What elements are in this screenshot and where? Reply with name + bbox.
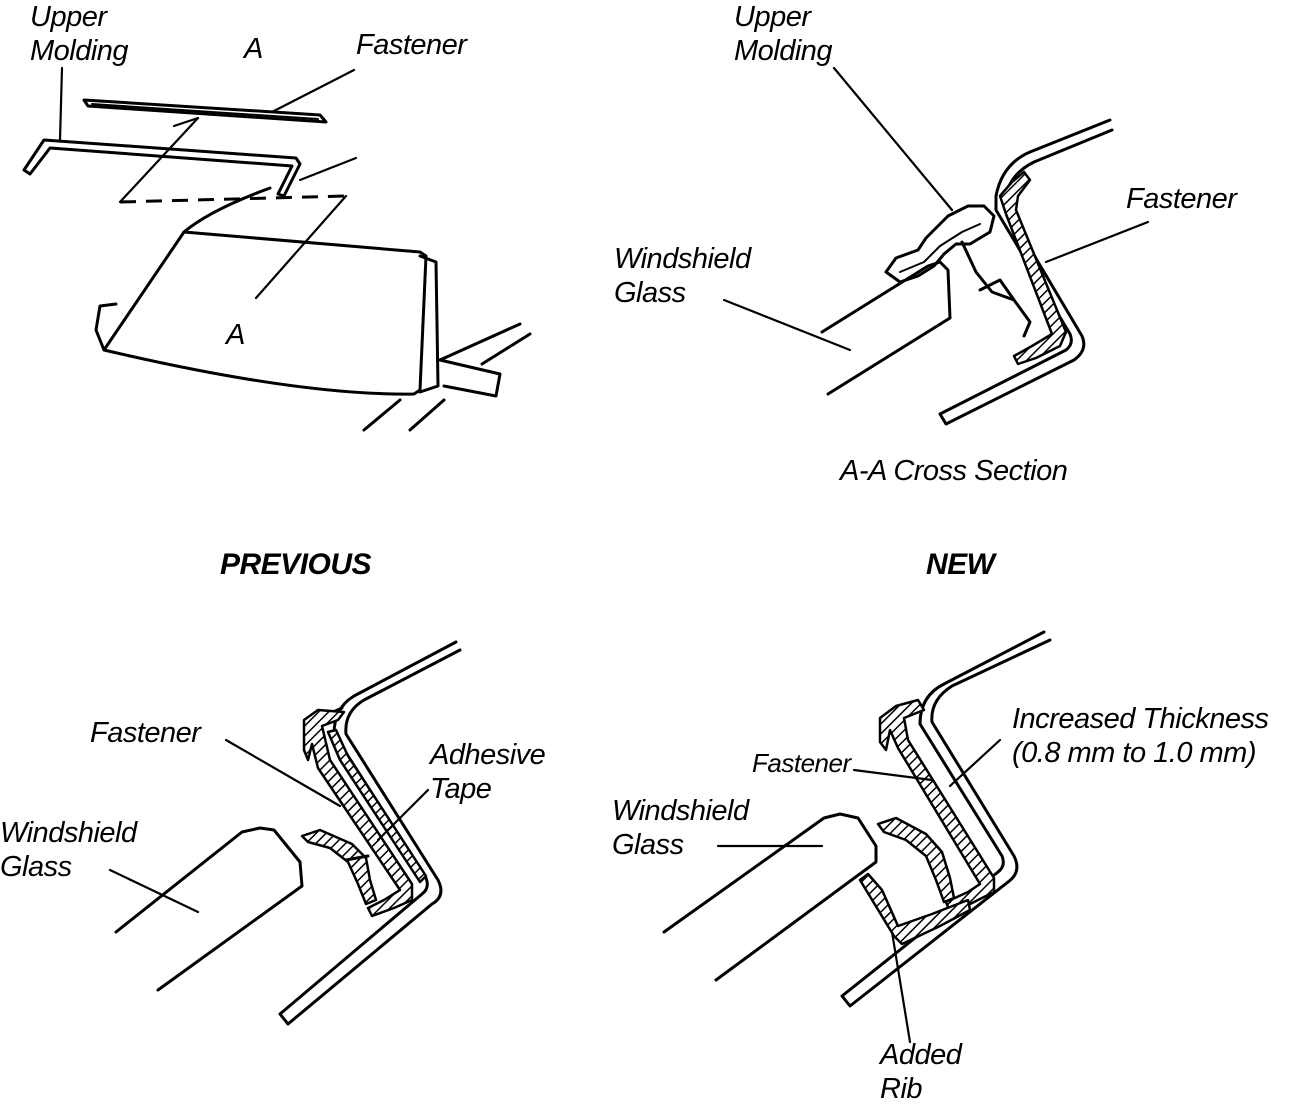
label-line: Increased Thickness xyxy=(1012,703,1269,735)
label-line: Adhesive xyxy=(430,739,546,771)
label-line: Windshield xyxy=(614,243,751,275)
new-header: NEW xyxy=(926,548,995,581)
upper-molding xyxy=(884,204,996,284)
fastener xyxy=(302,708,414,918)
label-line: Windshield xyxy=(0,817,137,849)
label-line: Added xyxy=(880,1039,962,1071)
previous-section xyxy=(108,640,462,1026)
upper-molding-part xyxy=(22,138,302,198)
fastener-label-br: Fastener xyxy=(752,748,851,778)
added-rib xyxy=(858,872,972,946)
label-line: Molding xyxy=(734,35,833,67)
previous-header: PREVIOUS xyxy=(220,548,372,581)
adhesive-tape xyxy=(326,728,428,884)
label-line: (0.8 mm to 1.0 mm) xyxy=(1012,737,1257,769)
windshield-outline xyxy=(94,186,532,432)
new-section xyxy=(662,630,1052,1044)
label-line: Glass xyxy=(612,829,684,861)
windshield-glass-label-tr: Windshield Glass xyxy=(614,242,751,310)
increased-thickness-label: Increased Thickness (0.8 mm to 1.0 mm) xyxy=(1012,702,1269,770)
label-line: Tape xyxy=(430,773,492,805)
upper-molding-label-tr: Upper Molding xyxy=(734,0,833,68)
section-mark-a-bottom: A xyxy=(226,319,245,351)
label-line: Molding xyxy=(30,35,129,67)
windshield-glass-label-br: Windshield Glass xyxy=(612,794,749,862)
section-mark-a-top: A xyxy=(244,33,263,65)
cross-section-caption: A-A Cross Section xyxy=(840,455,1068,487)
windshield-glass xyxy=(820,260,952,396)
label-line: Windshield xyxy=(612,795,749,827)
fastener-label-tr: Fastener xyxy=(1126,183,1237,215)
label-line: Rib xyxy=(880,1073,923,1105)
fastener-clip xyxy=(998,170,1068,366)
label-line: Glass xyxy=(614,277,686,309)
fastener-lip xyxy=(876,816,956,904)
cross-section-view xyxy=(722,66,1150,426)
windshield-glass xyxy=(662,812,878,982)
fastener-strip xyxy=(82,98,328,124)
label-line: Glass xyxy=(0,851,72,883)
upper-molding-label-tl: Upper Molding xyxy=(30,0,129,68)
fastener-lip xyxy=(300,828,378,906)
fastener-label-bl: Fastener xyxy=(90,717,201,749)
label-line: Upper xyxy=(30,1,107,33)
adhesive-tape-label: Adhesive Tape xyxy=(430,738,546,806)
fastener-label-tl: Fastener xyxy=(356,29,467,61)
body-panel xyxy=(938,118,1114,426)
label-line: Upper xyxy=(734,1,811,33)
perspective-view xyxy=(22,66,532,432)
windshield-glass-label-bl: Windshield Glass xyxy=(0,816,137,884)
section-plane xyxy=(119,194,347,204)
added-rib-label: Added Rib xyxy=(880,1038,962,1106)
windshield-glass xyxy=(114,826,304,992)
